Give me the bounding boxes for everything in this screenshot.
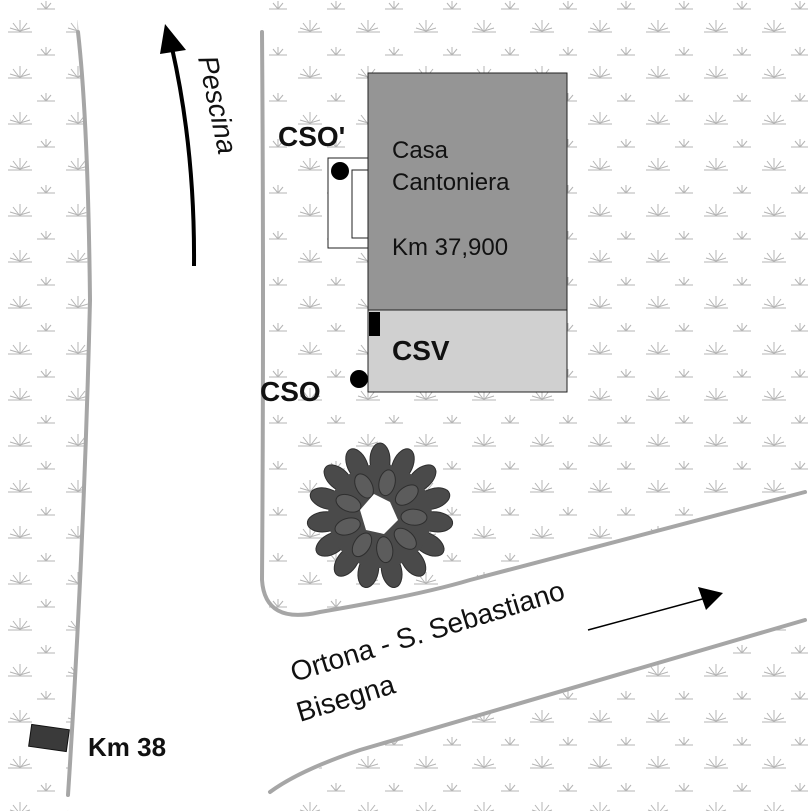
km38-marker[interactable] [28, 723, 70, 753]
building-name-line2: Cantoniera [392, 169, 510, 196]
building-casa-cantoniera[interactable] [367, 72, 568, 311]
building-annex-csv[interactable] [367, 309, 568, 393]
tree-icon [306, 442, 454, 589]
field-west [0, 0, 88, 811]
point-cso-prime-label: CSO' [278, 121, 345, 152]
pescina-arrow [160, 24, 197, 267]
pescina-label: Pescina [192, 53, 243, 157]
main-road-west-edge [66, 30, 93, 797]
side-road-south-edge [268, 618, 807, 794]
point-cso-prime[interactable] [331, 162, 349, 180]
annex-door-marker [369, 312, 380, 336]
field-southeast [270, 620, 808, 811]
point-cso[interactable] [350, 370, 368, 388]
side-road-arrow [587, 587, 723, 631]
km38-label: Km 38 [88, 732, 166, 762]
annex-csv-label: CSV [392, 335, 450, 366]
point-cso-label: CSO [260, 376, 321, 407]
road-edges [66, 30, 807, 797]
main-road-east-edge [259, 30, 807, 617]
building-km-label: Km 37,900 [392, 234, 508, 261]
building-name-line1: Casa [392, 137, 449, 164]
